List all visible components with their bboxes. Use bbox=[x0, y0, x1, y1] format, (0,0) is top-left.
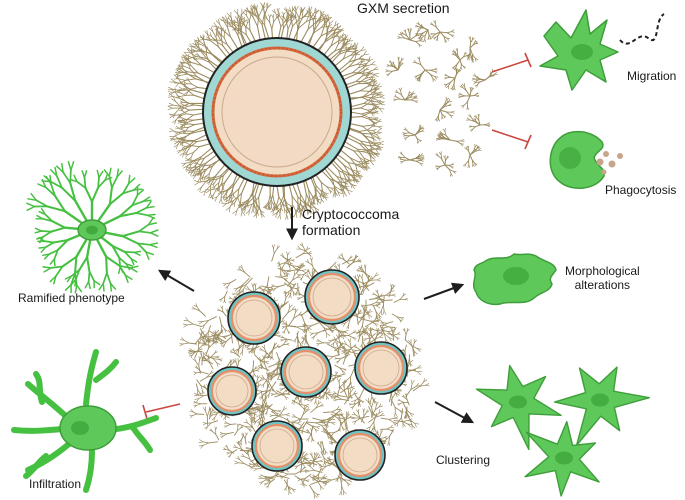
ramified-microglia-icon bbox=[26, 160, 159, 294]
cryptococcus-cell-icon bbox=[202, 37, 352, 187]
clustering-label: Clustering bbox=[436, 453, 491, 467]
microglia-cell-icon bbox=[475, 364, 650, 497]
microglia-cell-icon bbox=[539, 9, 665, 91]
cryptococcoma-formation-label: Cryptococcoma formation bbox=[302, 206, 399, 238]
cryptococcoma-label-line1: Cryptococcoma bbox=[302, 206, 400, 222]
arrow-icon bbox=[423, 282, 465, 300]
arrow-icon bbox=[157, 269, 195, 292]
capsule-fibers-top bbox=[167, 1, 386, 220]
arrow-icon bbox=[434, 401, 475, 424]
microglia-cell-icon bbox=[11, 349, 159, 493]
morphological-alterations-label: Morphological alterations bbox=[565, 264, 640, 293]
ramified-phenotype-label: Ramified phenotype bbox=[18, 291, 125, 305]
morphological-label-line2: alterations bbox=[574, 277, 631, 292]
inhibition-arrow-icon bbox=[142, 52, 532, 420]
cryptococcoma-label-line2: formation bbox=[302, 222, 361, 239]
migration-label: Migration bbox=[627, 69, 677, 83]
phagocytosis-label: Phagocytosis bbox=[605, 183, 677, 197]
gxm-fragment-icon bbox=[385, 20, 498, 177]
microglia-cell-icon bbox=[549, 130, 623, 189]
morphological-label-line1: Morphological bbox=[565, 264, 640, 278]
microglia-cell-icon bbox=[472, 253, 557, 306]
cryptococcus-cell-icon bbox=[207, 269, 408, 481]
infiltration-label: Infiltration bbox=[29, 477, 82, 491]
gxm-secretion-label: GXM secretion bbox=[357, 0, 450, 16]
